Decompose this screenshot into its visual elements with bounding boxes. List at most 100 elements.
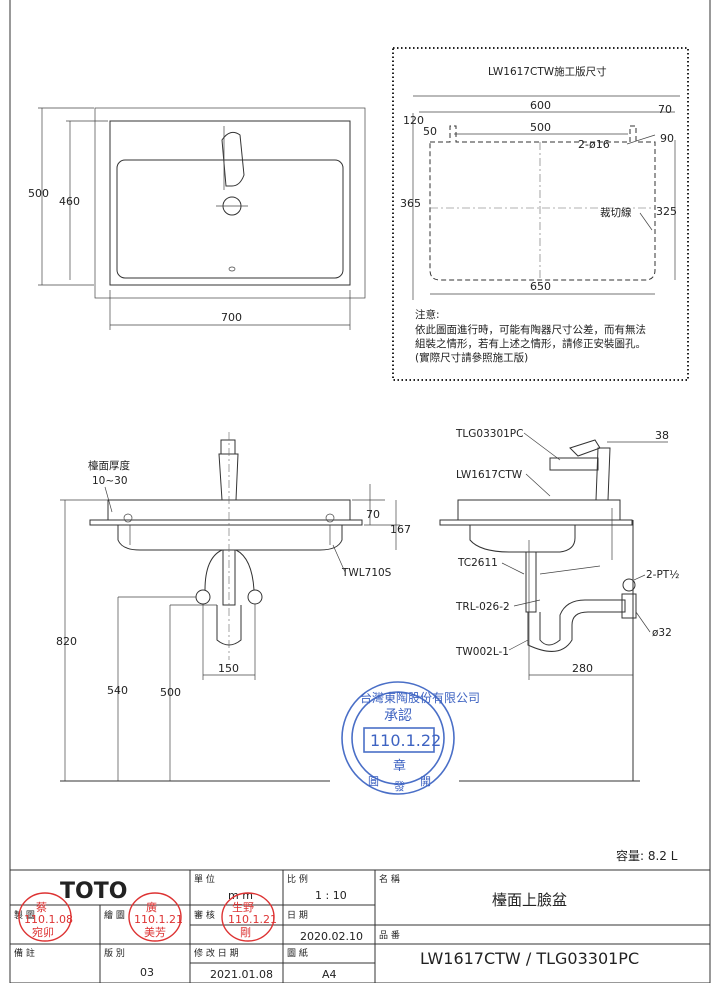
basin-bowl-front bbox=[117, 525, 343, 551]
scale-value: 1 : 10 bbox=[315, 889, 347, 902]
version-label: 版 別 bbox=[104, 947, 125, 959]
cutout-template-box: LW1617CTW施工版尺寸 600 70 120 500 50 2-ø16 9… bbox=[392, 47, 689, 381]
template-title: LW1617CTW施工版尺寸 bbox=[488, 65, 607, 78]
counter-thickness-label: 檯面厚度 bbox=[88, 459, 130, 472]
faucet-handle-front bbox=[220, 439, 236, 455]
dim-700: 700 bbox=[221, 311, 242, 324]
note-line-1: 依此圖面進行時，可能有陶器尺寸公差，而有無法 bbox=[415, 323, 646, 336]
unit-value: m m bbox=[228, 889, 253, 902]
leader-line bbox=[501, 562, 525, 575]
name-label: 名 稱 bbox=[379, 873, 400, 885]
leader-line bbox=[525, 473, 551, 497]
check-label: 審 核 bbox=[194, 909, 215, 921]
check-stamp-name: 剛 bbox=[240, 926, 251, 939]
front-dim-70: 70 bbox=[366, 508, 380, 521]
trl-label: TRL-026-2 bbox=[455, 601, 510, 613]
basin-bowl-side bbox=[469, 525, 576, 553]
dim-500: 500 bbox=[28, 187, 49, 200]
tw-label: TW002L-1 bbox=[455, 646, 509, 658]
draw-stamp-date: 110.1.21 bbox=[134, 913, 183, 926]
name-value: 檯面上臉盆 bbox=[492, 891, 567, 909]
template-dotted-border bbox=[392, 47, 689, 381]
revision-value: 2021.01.08 bbox=[210, 968, 273, 981]
countertop-front bbox=[89, 519, 363, 526]
stamp-outer-ring bbox=[341, 681, 455, 795]
basin-top-side bbox=[457, 499, 621, 521]
stamp-company: 台灣東陶股份有限公司 bbox=[360, 690, 480, 705]
template-dim-120: 120 bbox=[403, 114, 424, 127]
capacity-label: 容量: 8.2 L bbox=[616, 848, 678, 863]
fixing-bracket-right bbox=[325, 513, 335, 523]
front-view: 檯面厚度 10~30 TWL710S 70 167 820 bbox=[56, 432, 411, 782]
remark-label: 備 註 bbox=[14, 947, 35, 959]
top-view: 500 460 700 bbox=[28, 107, 366, 330]
tc-label: TC2611 bbox=[457, 557, 498, 569]
leader-line bbox=[523, 432, 561, 461]
basin-rim bbox=[109, 120, 351, 286]
drain-pipe-side bbox=[525, 551, 537, 613]
template-dim-50: 50 bbox=[423, 125, 437, 138]
angle-valve-left bbox=[195, 589, 211, 605]
faucet-body-front bbox=[218, 453, 239, 501]
leader-line bbox=[513, 599, 541, 607]
template-dim-365: 365 bbox=[400, 197, 421, 210]
drawn-stamp-date: 110.1.08 bbox=[24, 913, 73, 926]
stamp-seal: 章 bbox=[393, 758, 406, 774]
side-dim-280: 280 bbox=[572, 662, 593, 675]
leader-line bbox=[633, 574, 646, 581]
hose-right bbox=[235, 549, 255, 591]
stamp-inner-ring bbox=[351, 691, 445, 785]
angle-valve-right bbox=[247, 589, 263, 605]
stamp-circ: 圓 bbox=[368, 775, 379, 788]
unit-label: 單 位 bbox=[194, 873, 215, 885]
side-dim-38: 38 bbox=[655, 429, 669, 442]
phi32-label: ø32 bbox=[652, 627, 672, 639]
date-value: 2020.02.10 bbox=[300, 930, 363, 943]
p-trap-side bbox=[527, 599, 626, 652]
front-dim-150: 150 bbox=[218, 662, 239, 675]
cut-line-label: 裁切線 bbox=[600, 206, 632, 219]
note-line-3: (實際尺寸請參照施工版) bbox=[415, 351, 528, 364]
faucet-lever-side bbox=[569, 439, 601, 457]
stamp-dept: 開 bbox=[420, 775, 431, 788]
product-label: 品 番 bbox=[379, 929, 400, 941]
draw-stamp-name: 美芳 bbox=[144, 925, 166, 939]
stamp-approve: 承認 bbox=[384, 708, 412, 724]
front-dim-540: 540 bbox=[107, 684, 128, 697]
template-dim-650: 650 bbox=[530, 280, 551, 293]
template-cut-outline bbox=[429, 125, 656, 281]
top-view-outer-outline bbox=[94, 107, 366, 299]
hose-left bbox=[204, 549, 223, 591]
stamp-date: 110.1.22 bbox=[370, 731, 441, 750]
fixing-bracket-left bbox=[123, 513, 133, 523]
template-dim-325: 325 bbox=[656, 205, 677, 218]
front-dim-500: 500 bbox=[160, 686, 181, 699]
drawn-stamp-char: 蔡 bbox=[36, 901, 47, 914]
faucet-body-side bbox=[595, 447, 611, 501]
pt-label: 2-PT½ bbox=[646, 569, 679, 581]
title-block-frame bbox=[9, 869, 711, 983]
draw-stamp-char: 廣 bbox=[146, 900, 157, 914]
paper-label: 圖 紙 bbox=[287, 947, 308, 959]
template-dim-70: 70 bbox=[658, 103, 672, 116]
template-hole-label: 2-ø16 bbox=[578, 138, 610, 151]
template-dim-600: 600 bbox=[530, 99, 551, 112]
angle-valve-side bbox=[622, 578, 636, 592]
leader-line bbox=[626, 134, 656, 145]
front-dim-820: 820 bbox=[56, 635, 77, 648]
note-line-2: 組裝之情形，若有上述之情形，請修正安裝圖孔。 bbox=[415, 337, 646, 350]
approval-stamp: 台灣東陶股份有限公司 承認 110.1.22 章 發 圓 開 bbox=[341, 681, 480, 795]
check-stamp-date: 110.1.21 bbox=[228, 913, 277, 926]
template-dim-500: 500 bbox=[530, 121, 551, 134]
faucet-top-view bbox=[221, 131, 245, 187]
paper-value: A4 bbox=[322, 968, 337, 981]
side-view: TLG03301PC 38 LW1617CTW TC2611 2-PT½ TRL… bbox=[439, 428, 679, 782]
leader-line bbox=[508, 639, 529, 651]
countertop-side bbox=[439, 519, 633, 526]
tlg-label: TLG03301PC bbox=[455, 428, 523, 440]
drawn-stamp bbox=[18, 892, 72, 942]
basin-bowl bbox=[116, 159, 344, 279]
scale-label: 比 例 bbox=[287, 873, 308, 885]
